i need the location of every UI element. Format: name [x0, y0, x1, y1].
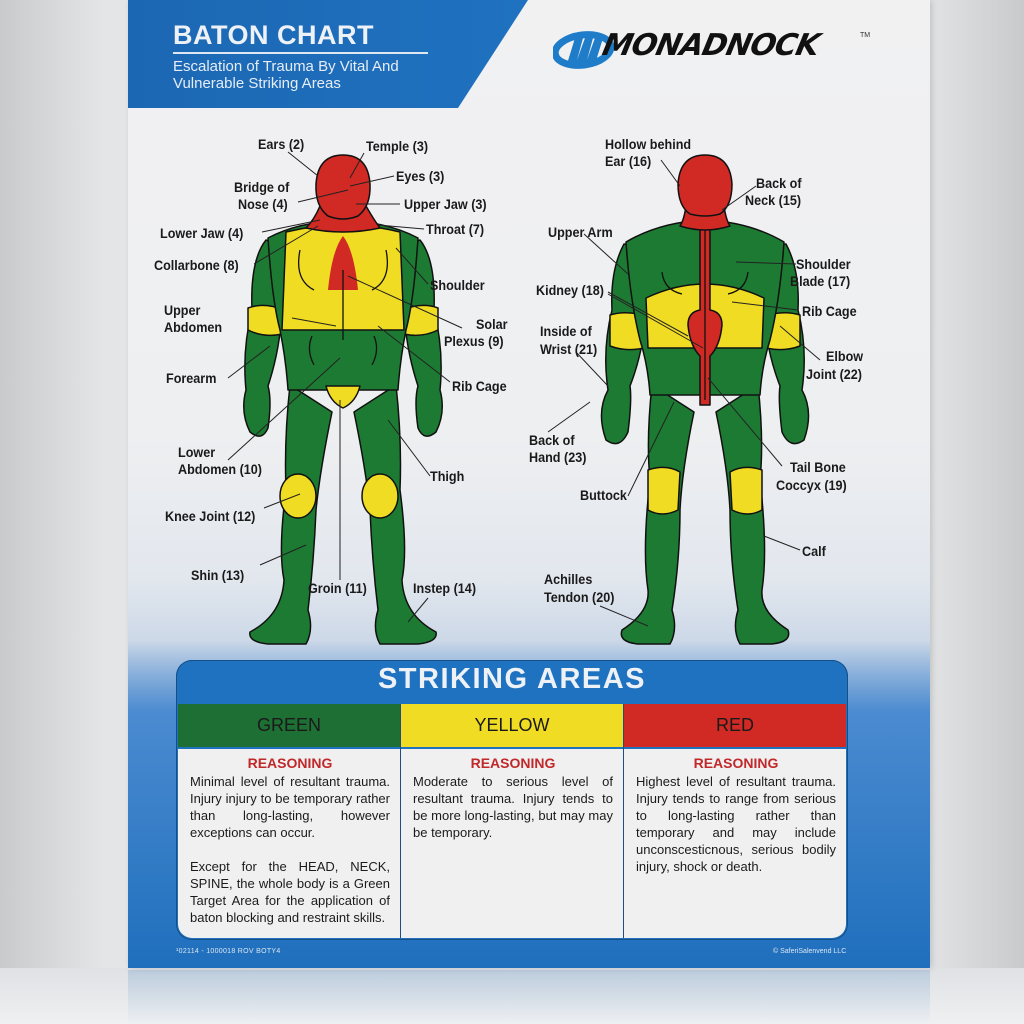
label-forearm: Forearm: [166, 370, 217, 386]
reasoning-text: Minimal level of resultant trauma. Injur…: [190, 774, 390, 840]
label-lower-jaw: Lower Jaw (4): [160, 225, 244, 241]
label-rib-cage-front: Rib Cage: [452, 378, 507, 394]
reasoning-text: Moderate to serious level of resultant t…: [413, 774, 613, 840]
label-upper-abdomen-2: Abdomen: [164, 319, 223, 335]
title-divider: [173, 52, 428, 54]
label-shoulder-front: Shoulder: [430, 277, 485, 293]
column-header-red: RED: [624, 704, 846, 747]
label-back-of-neck-1: Back of: [756, 175, 802, 191]
label-upper-jaw: Upper Jaw (3): [404, 196, 487, 212]
label-inside-of-wrist-2: Wrist (21): [540, 341, 598, 357]
logo-trademark: TM: [860, 32, 871, 39]
poster-title: BATON CHART: [173, 20, 374, 50]
label-back-of-hand-2: Hand (23): [529, 449, 587, 465]
label-hollow-behind-ear-1: Hollow behind: [605, 136, 692, 152]
striking-areas-columns: GREEN REASONING Minimal level of resulta…: [178, 704, 846, 938]
label-back-of-hand-1: Back of: [529, 432, 575, 448]
label-bridge-of-nose-2: Nose (4): [238, 196, 288, 212]
poster-reflection: [128, 970, 930, 1024]
label-bridge-of-nose-1: Bridge of: [234, 179, 290, 195]
label-eyes: Eyes (3): [396, 168, 445, 184]
label-shin: Shin (13): [191, 567, 245, 583]
column-header-yellow: YELLOW: [401, 704, 623, 747]
footer-product-code: ¹02114 - 1000018 ROV BOTY4: [176, 948, 281, 955]
header-band: [128, 0, 528, 108]
label-thigh: Thigh: [430, 468, 465, 484]
label-achilles-tendon-1: Achilles: [544, 571, 593, 587]
label-collarbone: Collarbone (8): [154, 257, 239, 273]
column-header-green: GREEN: [178, 704, 400, 747]
logo-wordmark: MONADNOCK: [599, 28, 823, 63]
label-tail-bone-2: Coccyx (19): [776, 477, 847, 493]
label-lower-abdomen-1: Lower: [178, 444, 216, 460]
label-ears: Ears (2): [258, 136, 305, 152]
label-kidney: Kidney (18): [536, 282, 604, 298]
striking-areas-panel: STRIKING AREAS GREEN REASONING Minimal l…: [176, 660, 848, 940]
label-elbow-joint-2: Joint (22): [806, 366, 863, 382]
label-hollow-behind-ear-2: Ear (16): [605, 153, 652, 169]
column-body-green: REASONING Minimal level of resultant tra…: [178, 749, 400, 938]
reasoning-text: Highest level of resultant trauma. Injur…: [636, 774, 836, 874]
floor-surface: [0, 968, 1024, 1024]
label-solar-plexus-2: Plexus (9): [444, 333, 504, 349]
label-shoulder-blade-2: Blade (17): [790, 273, 851, 289]
logo-swoosh-icon: [551, 31, 615, 69]
column-green: GREEN REASONING Minimal level of resulta…: [178, 704, 401, 938]
footer-copyright: © SaferiSalenvend LLC: [773, 948, 847, 955]
poster-subtitle: Escalation of Trauma By Vital And Vulner…: [173, 58, 399, 92]
label-throat: Throat (7): [426, 221, 485, 237]
reasoning-text-secondary: Except for the HEAD, NECK, SPINE, the wh…: [190, 859, 390, 925]
label-rib-cage-back: Rib Cage: [802, 303, 857, 319]
label-solar-plexus-1: Solar: [476, 316, 508, 332]
label-upper-arm: Upper Arm: [548, 224, 613, 240]
monadnock-logo: MONADNOCK TM: [551, 26, 873, 72]
back-body-figure: [600, 154, 810, 645]
column-body-red: REASONING Highest level of resultant tra…: [624, 749, 846, 938]
reasoning-heading: REASONING: [247, 755, 333, 771]
label-upper-abdomen-1: Upper: [164, 302, 201, 318]
label-lower-abdomen-2: Abdomen (10): [178, 461, 263, 477]
label-calf: Calf: [802, 543, 826, 559]
label-back-of-neck-2: Neck (15): [745, 192, 802, 208]
label-inside-of-wrist-1: Inside of: [540, 323, 592, 339]
label-groin: Groin (11): [308, 580, 367, 596]
column-yellow: YELLOW REASONING Moderate to serious lev…: [401, 704, 624, 938]
label-knee-joint: Knee Joint (12): [165, 508, 256, 524]
baton-chart-poster: BATON CHART Escalation of Trauma By Vita…: [128, 0, 930, 968]
label-instep: Instep (14): [413, 580, 477, 596]
column-body-yellow: REASONING Moderate to serious level of r…: [401, 749, 623, 938]
label-achilles-tendon-2: Tendon (20): [544, 589, 615, 605]
label-tail-bone-1: Tail Bone: [790, 459, 846, 475]
column-red: RED REASONING Highest level of resultant…: [624, 704, 846, 938]
label-shoulder-blade-1: Shoulder: [796, 256, 851, 272]
reasoning-heading: REASONING: [693, 755, 779, 771]
label-temple: Temple (3): [366, 138, 429, 154]
label-elbow-joint-1: Elbow: [826, 348, 864, 364]
reasoning-heading: REASONING: [470, 755, 556, 771]
striking-areas-title: STRIKING AREAS: [377, 663, 647, 695]
label-buttock: Buttock: [580, 487, 627, 503]
front-body-figure: [243, 154, 443, 645]
